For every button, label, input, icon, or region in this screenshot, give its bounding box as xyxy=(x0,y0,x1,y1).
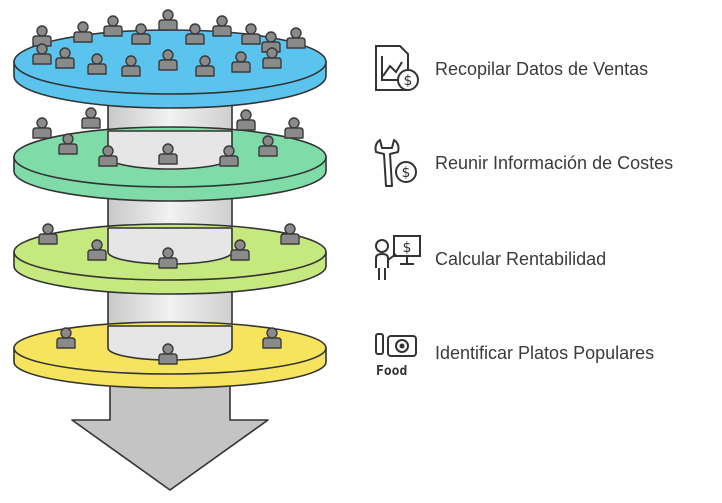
disc-level-3 xyxy=(13,223,327,295)
person-icon xyxy=(158,9,178,31)
wrench-dollar-icon: $ xyxy=(370,136,424,190)
person-icon xyxy=(212,15,232,37)
person-icon xyxy=(131,23,151,45)
person-icon xyxy=(81,107,101,129)
food-camera-icon: Food xyxy=(370,326,424,380)
step-label-4: Identificar Platos Populares xyxy=(435,343,655,363)
person-icon xyxy=(32,117,52,139)
person-icon xyxy=(73,21,93,43)
person-icon xyxy=(185,23,205,45)
disc-level-1 xyxy=(13,9,327,109)
svg-text:$: $ xyxy=(403,240,412,256)
person-icon xyxy=(32,25,52,47)
svg-text:$: $ xyxy=(404,73,413,89)
food-caption: Food xyxy=(376,364,408,379)
step-label-1: Recopilar Datos de Ventas xyxy=(435,59,649,79)
arrow-down xyxy=(71,381,269,491)
svg-text:$: $ xyxy=(402,165,411,181)
person-icon xyxy=(38,223,58,245)
step-label-3: Calcular Rentabilidad xyxy=(435,249,607,269)
person-presentation-dollar-icon: $ xyxy=(370,232,424,286)
person-icon xyxy=(241,23,261,45)
disc-level-2 xyxy=(13,107,327,202)
person-icon xyxy=(286,27,306,49)
person-icon xyxy=(284,117,304,139)
person-icon xyxy=(236,109,256,131)
person-icon xyxy=(103,15,123,37)
disc-level-4 xyxy=(13,321,327,389)
sales-chart-dollar-icon: $ xyxy=(370,42,424,96)
step-label-2: Reunir Información de Costes xyxy=(435,153,674,173)
person-icon xyxy=(280,223,300,245)
